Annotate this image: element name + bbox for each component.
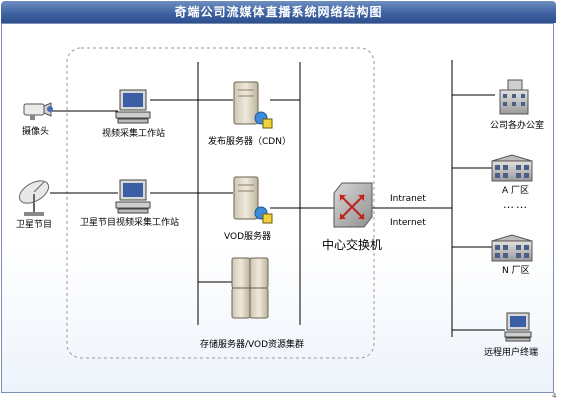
office-building-icon: [499, 79, 529, 115]
company-offices-label: 公司各办公室: [490, 121, 545, 131]
satellite-label: 卫星节目: [16, 220, 53, 230]
factory-building-icon: [491, 234, 533, 262]
camera-label: 摄像头: [22, 127, 50, 137]
server-tower-icon: [233, 81, 273, 129]
factory-building-icon: [491, 154, 533, 182]
corner-mark: 4: [552, 392, 557, 400]
video-camera-icon: [23, 102, 53, 120]
server-tower-icon: [233, 176, 273, 224]
computer-workstation-icon: [115, 89, 151, 124]
computer-workstation-icon: [115, 179, 151, 214]
remote-terminal-label: 远程用户终端: [484, 348, 539, 358]
network-switch-icon: [333, 182, 373, 228]
title-bar: 奇端公司流媒体直播系统网络结构图: [1, 1, 556, 23]
vod-server-label: VOD服务器: [224, 232, 272, 242]
factory-n-label: N 厂区: [502, 266, 530, 276]
internet-label: Internet: [390, 218, 426, 228]
video-workstation-label: 视频采集工作站: [102, 129, 166, 139]
server-group-outline: [66, 47, 375, 359]
satellite-workstation-label: 卫星节目视频采集工作站: [80, 218, 180, 228]
intranet-label: Intranet: [390, 194, 426, 204]
server-cluster-icon: [231, 257, 269, 319]
diagram-title: 奇端公司流媒体直播系统网络结构图: [174, 5, 383, 19]
storage-cluster-label: 存储服务器/VOD资源集群: [200, 340, 305, 350]
factory-a-label: A 厂区: [502, 186, 530, 196]
core-switch-label: 中心交换机: [322, 238, 383, 252]
connection-lines: [47, 60, 505, 337]
remote-terminal-icon: [504, 312, 532, 342]
satellite-dish-icon: [18, 180, 50, 216]
more-sites-ellipsis: ……: [503, 198, 529, 211]
publish-server-label: 发布服务器（CDN）: [208, 137, 291, 147]
